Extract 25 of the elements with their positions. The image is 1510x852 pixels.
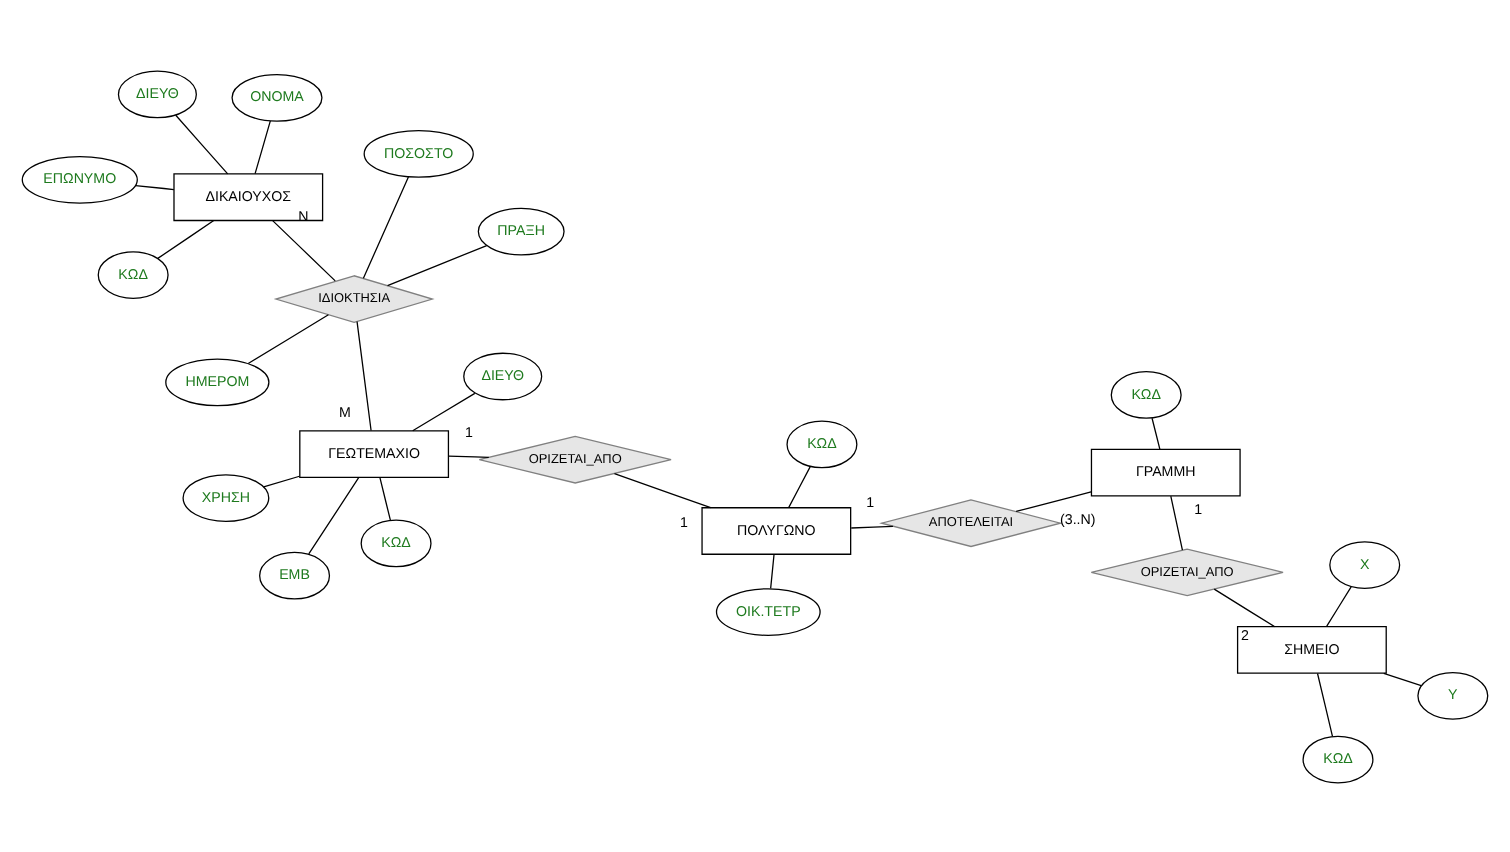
connector [1015, 490, 1092, 512]
connector [1316, 671, 1334, 736]
connector [788, 465, 811, 507]
connector [247, 313, 330, 364]
connector [175, 113, 229, 174]
connector [272, 219, 336, 281]
connector [386, 243, 488, 286]
connector [1151, 416, 1161, 449]
connector [1326, 585, 1352, 626]
connector [356, 319, 372, 431]
connector [770, 552, 775, 589]
connector [850, 524, 894, 528]
connector [613, 472, 712, 508]
connector [254, 119, 271, 174]
connector [263, 474, 301, 487]
connector [1213, 587, 1276, 627]
connector [412, 391, 476, 431]
connector [379, 476, 392, 521]
connector [134, 183, 175, 190]
connector [308, 476, 360, 554]
connector [1170, 494, 1184, 550]
connector [362, 175, 410, 278]
connector [1383, 671, 1422, 686]
connector [447, 454, 490, 457]
connector [157, 218, 215, 259]
